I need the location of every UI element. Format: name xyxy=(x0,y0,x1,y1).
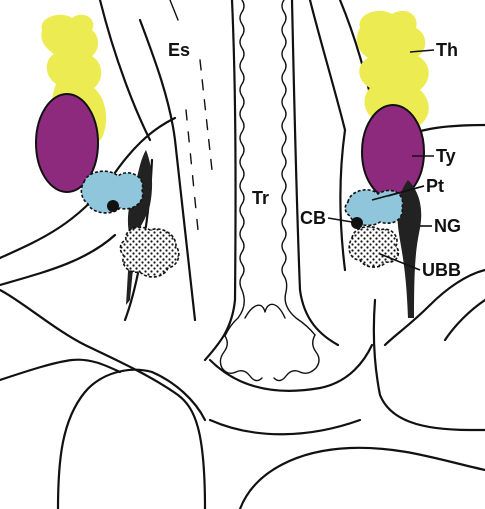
left-carotid-body xyxy=(107,200,119,212)
label-carotid-body: CB xyxy=(300,208,326,228)
label-esophagus: Es xyxy=(168,40,190,60)
label-trachea: Tr xyxy=(252,188,269,208)
right-ultimobranchial-body xyxy=(349,227,398,267)
trachea xyxy=(205,0,338,381)
left-organs xyxy=(36,15,179,305)
label-nodose-ganglion: NG xyxy=(434,216,461,236)
label-thyroid: Ty xyxy=(436,146,456,166)
right-thyroid xyxy=(362,105,424,199)
label-ultimobranchial-body: UBB xyxy=(422,260,461,280)
label-thymus: Th xyxy=(436,40,458,60)
label-parathyroid: Pt xyxy=(426,176,444,196)
right-carotid-body xyxy=(351,217,363,229)
left-ultimobranchial-body xyxy=(120,227,178,277)
right-organs xyxy=(345,11,429,318)
